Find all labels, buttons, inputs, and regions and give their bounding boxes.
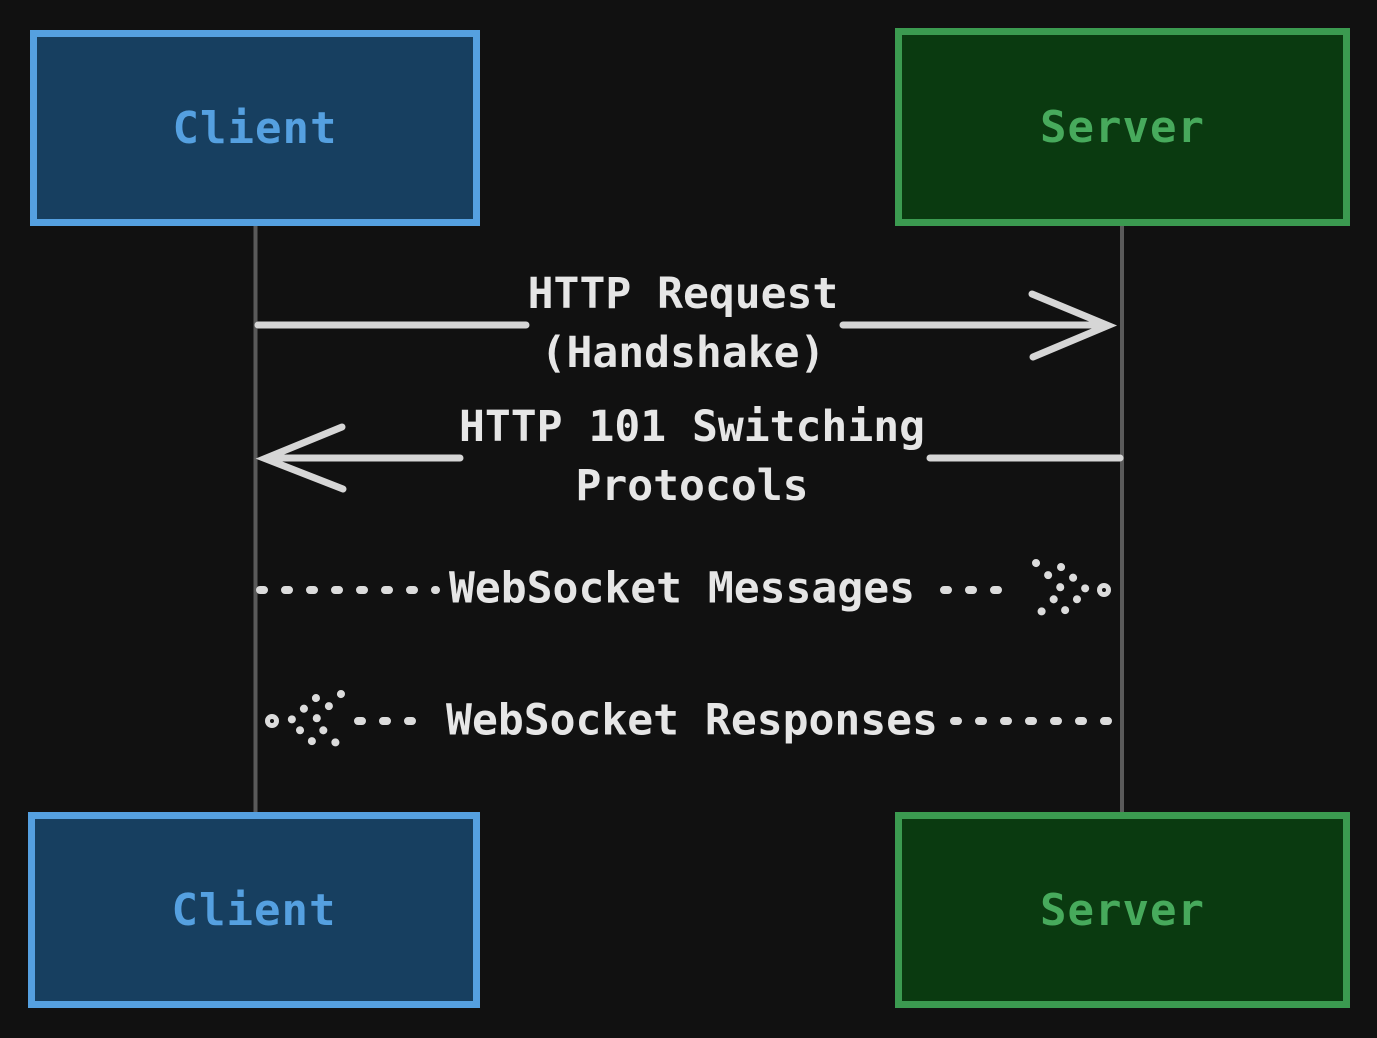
arrowhead-right-solid bbox=[1028, 290, 1118, 361]
actor-box-client-bottom: Client bbox=[28, 812, 480, 1008]
actor-label-client-top: Client bbox=[172, 102, 338, 154]
message-arrow-http-request bbox=[254, 290, 1118, 361]
message-label-websocket-responses: WebSocket Responses bbox=[446, 692, 938, 751]
arrowhead-left-dotted-outer bbox=[308, 690, 345, 752]
arrowhead-right-dotted-inner bbox=[1057, 563, 1093, 617]
message-label-http-request: HTTP Request (Handshake) bbox=[528, 265, 839, 383]
message-label-line1: WebSocket Messages bbox=[449, 563, 915, 614]
actor-box-server-bottom: Server bbox=[895, 812, 1350, 1008]
message-label-http-101: HTTP 101 Switching Protocols bbox=[459, 398, 925, 516]
actor-label-client-bottom: Client bbox=[171, 884, 337, 936]
arrowhead-right-dotted-tip bbox=[1097, 583, 1111, 597]
arrowhead-right-dotted-outer bbox=[1032, 559, 1069, 621]
message-arrow-websocket-responses bbox=[265, 690, 1122, 752]
arrowhead-left-dotted-tip bbox=[265, 714, 279, 728]
actor-label-server-bottom: Server bbox=[1040, 884, 1205, 936]
message-arrow-websocket-messages bbox=[256, 559, 1111, 621]
message-label-line1: HTTP Request bbox=[527, 269, 839, 319]
message-label-line1: HTTP 101 Switching bbox=[459, 402, 925, 452]
arrowhead-left-dotted-inner bbox=[284, 694, 320, 748]
actor-box-client-top: Client bbox=[30, 30, 480, 226]
arrowhead-left-solid bbox=[255, 423, 347, 493]
message-arrow-http-101 bbox=[255, 423, 1124, 493]
message-label-line2: Protocols bbox=[575, 461, 809, 511]
message-label-line2: (Handshake) bbox=[540, 328, 826, 378]
actor-label-server-top: Server bbox=[1040, 101, 1205, 153]
message-label-line1: WebSocket Responses bbox=[446, 695, 938, 746]
message-label-websocket-messages: WebSocket Messages bbox=[449, 560, 915, 619]
actor-box-server-top: Server bbox=[895, 28, 1350, 226]
